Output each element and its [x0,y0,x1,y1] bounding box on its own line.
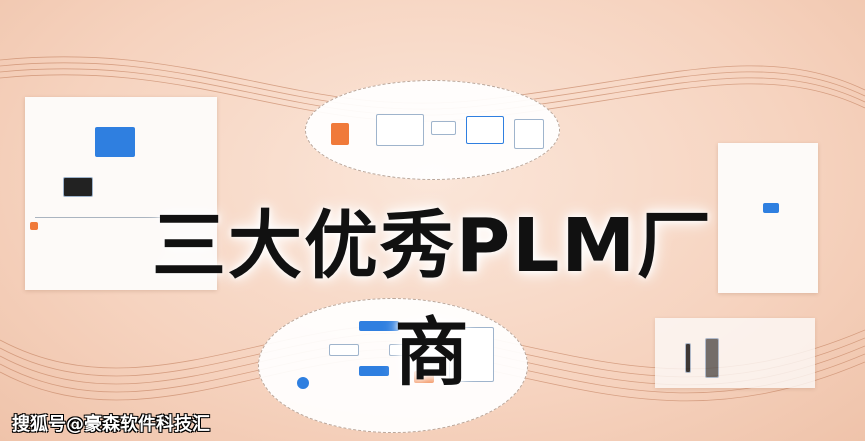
diagram-box [376,114,424,146]
diagram-box [449,327,494,382]
diagram-box [389,344,419,356]
right-diagram-card [718,143,818,293]
banner-title: 三大优秀PLM厂商 [151,203,714,396]
left-diagram-card [25,97,217,290]
top-diagram-oval [305,80,560,180]
diagram-box [763,203,779,213]
diagram-box [466,116,504,144]
diagram-box [359,366,389,376]
device-icon [685,343,691,373]
monitor-icon [63,177,93,197]
diagram-box [514,119,544,149]
watermark: 搜狐号@豪森软件科技汇 [12,414,210,435]
diagram-box [431,121,456,135]
shield-icon [297,377,309,389]
bullet-icon [30,222,38,230]
bottom-right-diagram-card [655,318,815,388]
user-icon [331,123,349,145]
diagram-box [359,321,399,331]
bottom-diagram-oval [258,298,528,433]
server-icon [95,127,135,157]
device-icon [705,338,719,378]
diagram-box [329,344,359,356]
divider [35,217,205,218]
diagram-box [414,371,434,383]
